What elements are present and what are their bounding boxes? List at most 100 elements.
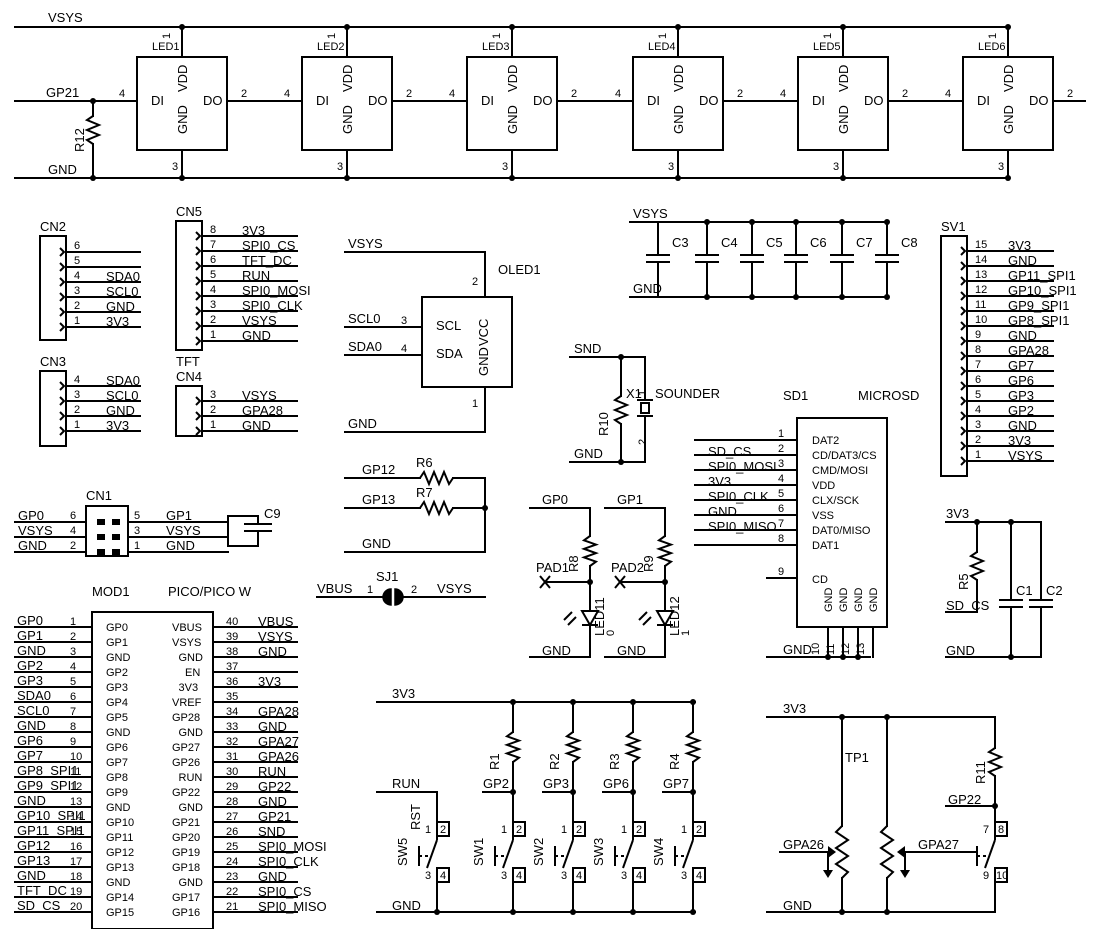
sw-net: GP3 [543,776,569,791]
sj1-left-net: VBUS [317,581,353,596]
pico-pin-num: 7 [70,706,76,718]
pico-pin-label: GP20 [172,832,200,844]
sd-pin-num: 3 [778,458,784,470]
header-pin-num: 2 [74,300,80,312]
solder-jumper-sj1: SJ1 VBUS 1 2 VSYS [316,569,486,606]
header-contact [960,306,967,316]
cn1-pin-num: 5 [134,510,140,522]
sd-pin-num: 8 [778,533,784,545]
sw-pin-box [512,867,526,883]
header-net-label: GND [1008,253,1037,268]
pico-pin-label: VREF [172,697,202,709]
header-pin-num: 12 [975,284,987,296]
pico-right-net: GND [258,869,287,884]
x1-label: X1 [626,386,642,401]
resistor-r6 [419,469,454,487]
header-contact [59,411,66,421]
junction [344,175,350,181]
header-contact [195,261,202,271]
sw-resistor [624,731,642,763]
header-contact [960,321,967,331]
pico-pin-label: GP3 [106,682,128,694]
r7-label: R7 [416,485,433,500]
header-net-label: GP7 [1008,358,1034,373]
led-pin-label: DI [812,93,825,108]
sw-pin-num: 2 [576,824,582,836]
led-name: LED1 [152,41,180,53]
led-pin-num: 4 [780,88,786,100]
led-pin-label: VDD [1001,65,1016,92]
pico-pin-num: 32 [226,736,238,748]
cap-label: C8 [901,235,918,250]
r5-net: SD_CS [946,598,990,613]
header-contact [59,277,66,287]
junction [840,24,846,30]
junction [855,654,861,660]
sd-pin-label: DAT2 [812,435,839,447]
header-pin-num: 3 [74,285,80,297]
oled-pin-label: SCL [436,318,461,333]
header-contact [59,307,66,317]
pico-pin-label: GP21 [172,817,200,829]
sd-net-label: GND [708,504,737,519]
led-pin-num: 2 [1067,88,1073,100]
sw-label: SW4 [651,838,666,866]
pico-pin-num: 31 [226,751,238,763]
led-pin-label: VDD [505,65,520,92]
led-pin-num: 1 [326,33,338,39]
oled-pin-num: 3 [401,315,407,327]
sw-lever [562,839,574,869]
junction [749,294,755,300]
tp-pin-num: 9 [983,870,989,882]
junction [690,699,696,705]
led-pin-num: 1 [822,33,834,39]
header-pin-num: 6 [74,240,80,252]
header-net-label: TFT_DC [242,253,292,268]
pico-left-net: GP6 [17,733,43,748]
cn1-pin-num: 2 [70,540,76,552]
header-pin-num: 15 [975,239,987,251]
header-net-label: VSYS [1008,448,1043,463]
sd-net-label: SD_CS [708,444,752,459]
header-contact [59,322,66,332]
junction [793,219,799,225]
header-net-label: SPI0_MOSI [242,283,311,298]
led-pin-label: DI [316,93,329,108]
pico-left-net: SDA0 [17,688,51,703]
pad-resistor [581,535,599,567]
sw-label: SW1 [471,838,486,866]
cn1-right-net: GND [166,538,195,553]
cn1-contact [112,549,120,555]
led-name: LED6 [978,41,1006,53]
r10-label: R10 [596,412,611,436]
sw-resistor [564,731,582,763]
header-net-label: GND [106,299,135,314]
led-pin-num: 2 [571,88,577,100]
pico-pin-label: GND [106,727,131,739]
sw-pin-num: 4 [576,870,582,882]
pico-left-net: GP12 [17,838,50,853]
pico-pin-num: 23 [226,871,238,883]
pico-pin-num: 40 [226,616,238,628]
pico-right-net: SND [258,824,285,839]
header-net-label: GP6 [1008,373,1034,388]
pico-left-net: GND [17,793,46,808]
sw-pin-box [436,867,450,883]
pad-cross [539,575,551,589]
header-net-label: SCL0 [106,284,139,299]
sw-pin-num: 1 [621,824,627,836]
header-contact [960,246,967,256]
cn1-pin-num: 1 [134,540,140,552]
header-net-label: RUN [242,268,270,283]
gp12-net: GP12 [362,462,395,477]
junction [510,699,516,705]
oled-vsys-net: VSYS [348,236,383,251]
led-pin-label: DI [151,93,164,108]
pico-pin-label: GND [106,802,131,814]
pico-pin-label: GP8 [106,772,128,784]
pico-pin-num: 4 [70,661,76,673]
pico-right-net: GPA26 [258,749,299,764]
pico-right-net: GND [258,719,287,734]
pad-led-num: 0 [605,630,617,636]
